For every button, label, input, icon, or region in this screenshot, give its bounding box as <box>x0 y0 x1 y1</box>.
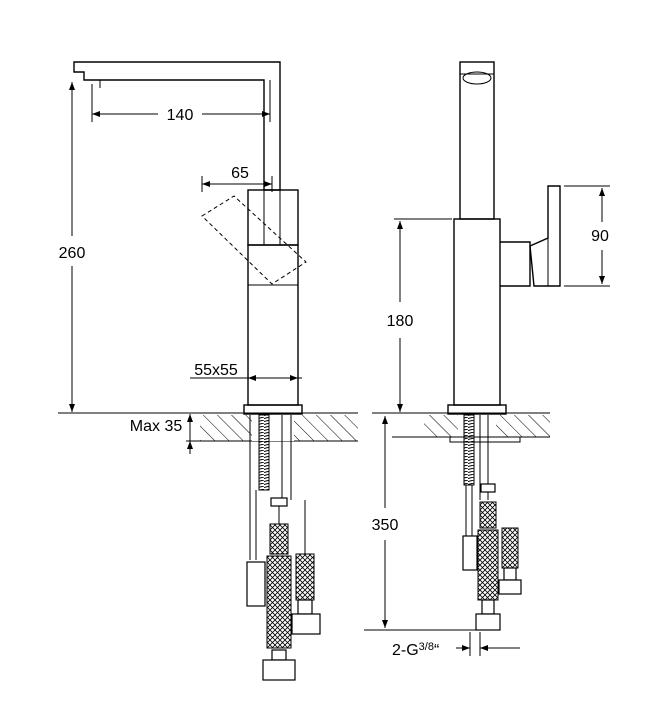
front-view: 180 90 350 2-G3/8“ <box>364 61 610 659</box>
hose-braid-1a <box>269 523 289 555</box>
lever-open-position <box>201 195 307 285</box>
body <box>247 244 299 406</box>
front-threaded-shank <box>463 414 475 486</box>
dim-max-deck: Max 35 <box>130 418 183 435</box>
front-hose-nut-1 <box>475 613 501 631</box>
side-view: 140 65 260 55x55 Max 35 <box>58 61 358 681</box>
spout-column <box>459 61 495 220</box>
valve-body <box>246 561 266 607</box>
dim-lever-offset: 65 <box>231 165 249 182</box>
dim-lever-height: 90 <box>591 228 609 245</box>
front-hose-nut-2 <box>498 579 522 595</box>
dim-connection: 2-G3/8“ <box>392 641 439 659</box>
front-hose-braid-2 <box>501 527 519 569</box>
lever-stem <box>500 241 531 287</box>
dim-hose-length: 350 <box>372 517 399 534</box>
lever-handle <box>529 185 561 287</box>
spout <box>73 61 281 191</box>
threaded-shank <box>258 414 270 491</box>
dim-total-height: 260 <box>59 245 86 262</box>
front-hose-braid-1b <box>477 529 499 601</box>
base-flange <box>243 404 303 415</box>
dim-body-size: 55x55 <box>194 362 238 379</box>
front-base-flange <box>447 404 507 415</box>
front-body <box>453 218 501 406</box>
front-valve-body <box>462 535 478 571</box>
aerator <box>462 71 492 85</box>
hose-braid-2 <box>295 553 315 601</box>
hose-braid-1b <box>266 555 292 649</box>
upper-body <box>247 189 299 246</box>
dim-body-height: 180 <box>387 313 414 330</box>
hose-nut-1 <box>262 659 296 681</box>
dim-spout-reach: 140 <box>167 107 194 124</box>
hose-nut-2 <box>291 613 321 635</box>
front-hose-braid-1a <box>479 501 497 529</box>
